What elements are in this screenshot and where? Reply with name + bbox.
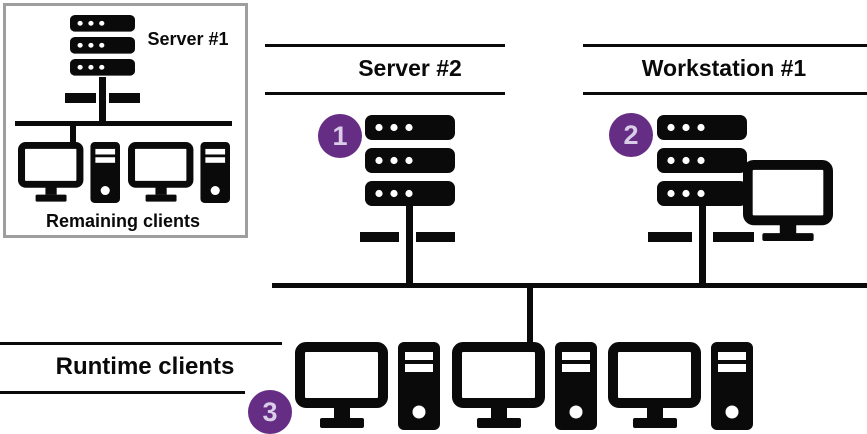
server-stack-icon: [70, 15, 135, 76]
network-bus-line: [272, 283, 867, 288]
section-divider-line: [265, 92, 505, 95]
section-divider-line: [0, 342, 282, 345]
desktop-client-icon: [452, 342, 597, 430]
section-divider-line: [0, 391, 245, 394]
workstation1-trunk-line: [699, 206, 706, 285]
step-badge-1: 1: [318, 114, 362, 158]
dash-connector-segment: [360, 232, 399, 242]
step-badge-3: 3: [248, 390, 292, 434]
server-stack-icon: [657, 115, 747, 206]
desktop-client-icon: [128, 142, 230, 203]
monitor-icon: [743, 160, 833, 241]
clients-drop-line: [527, 288, 533, 344]
network-bus-line: [15, 121, 232, 126]
dash-connector-segment: [713, 232, 754, 242]
section-divider-line: [583, 92, 867, 95]
server2-trunk-line: [406, 206, 413, 285]
desktop-client-icon: [608, 342, 753, 430]
runtime-clients-label: Runtime clients: [55, 353, 235, 380]
dash-connector-segment: [65, 93, 96, 103]
dash-connector-segment: [109, 93, 140, 103]
desktop-client-icon: [18, 142, 120, 203]
section-divider-line: [265, 44, 505, 47]
server-stack-icon: [365, 115, 455, 206]
remaining-clients-label: Remaining clients: [45, 211, 201, 231]
desktop-client-icon: [295, 342, 440, 430]
server1-trunk-line: [99, 77, 106, 126]
dash-connector-segment: [416, 232, 455, 242]
section-divider-line: [583, 44, 867, 47]
client-drop-line: [70, 126, 76, 143]
step-badge-2: 2: [609, 113, 653, 157]
server2-title: Server #2: [358, 55, 462, 81]
server1-title: Server #1: [147, 29, 229, 49]
workstation1-title: Workstation #1: [641, 55, 807, 81]
dash-connector-segment: [648, 232, 692, 242]
